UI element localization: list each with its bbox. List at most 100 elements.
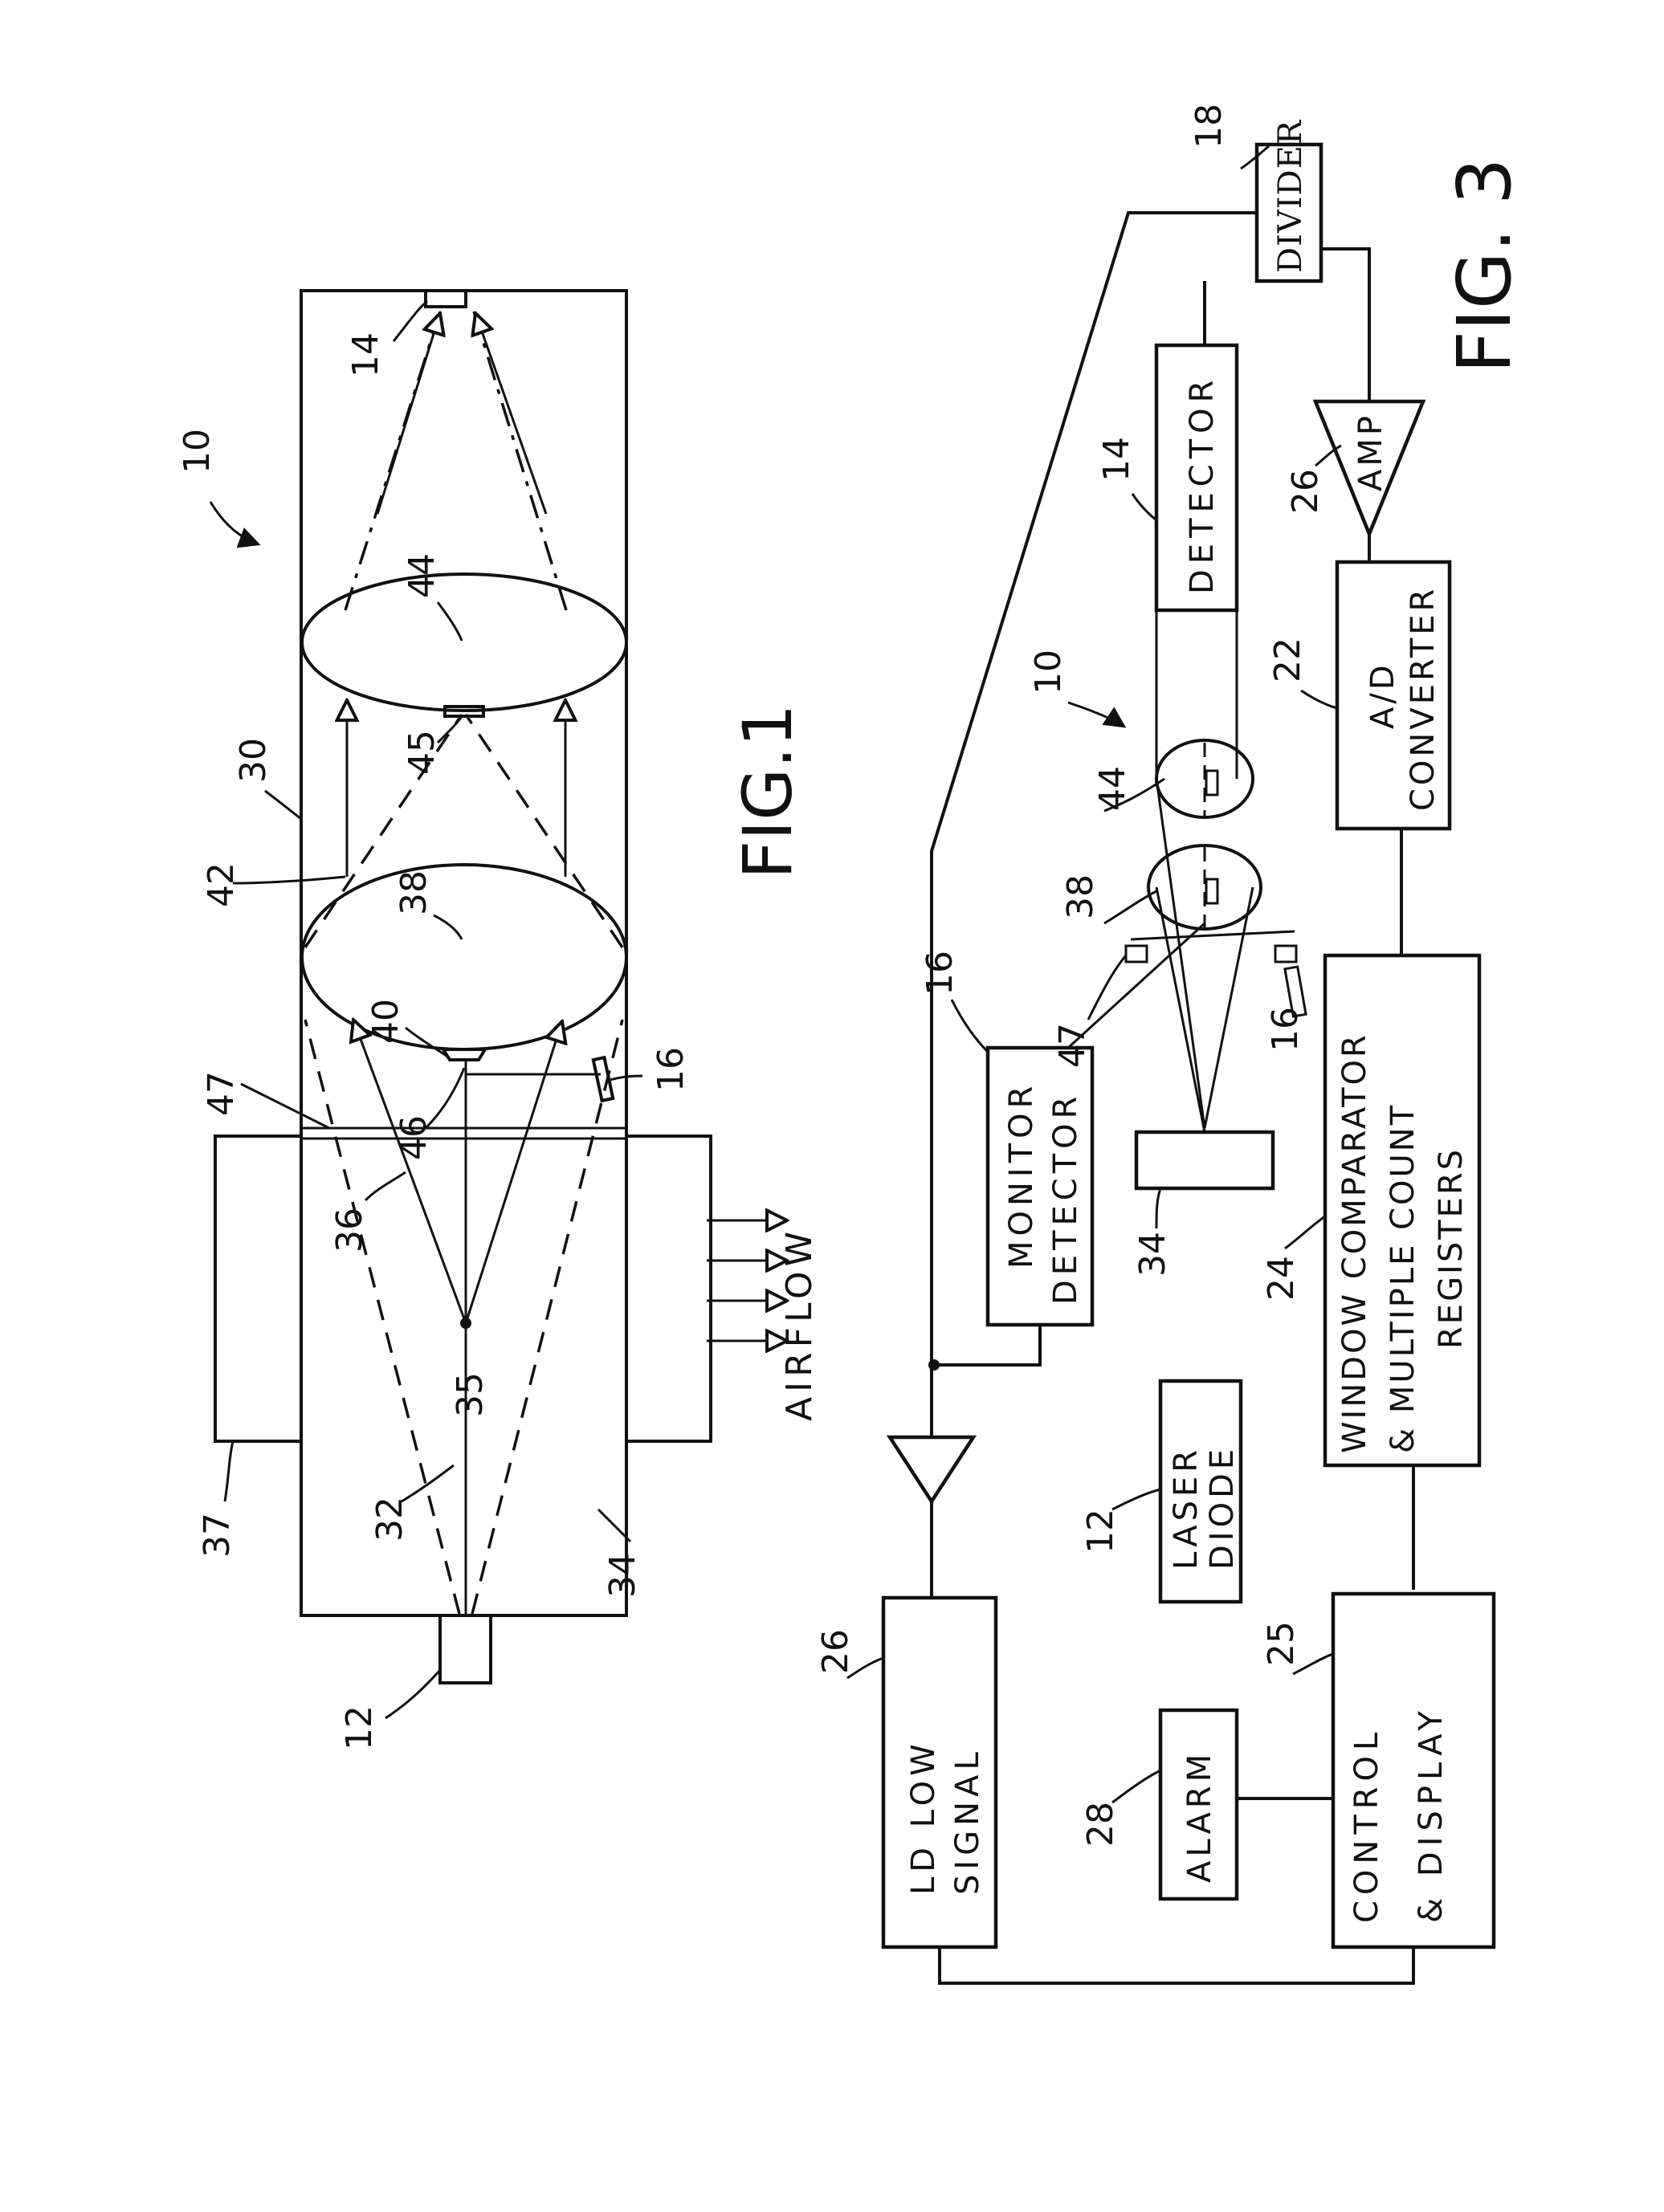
leader-f3-14: [1132, 494, 1156, 520]
mini-housing-right: [1275, 946, 1296, 962]
ref3-10: 10: [1028, 650, 1069, 695]
leader-f3-12: [1112, 1489, 1160, 1509]
ref-32: 32: [369, 1497, 410, 1542]
alarm-text: ALARM: [1181, 1750, 1218, 1883]
leader-10: [210, 502, 259, 544]
divider-text: DIVIDER: [1272, 119, 1309, 273]
leader-f3-10: [1068, 703, 1124, 727]
ref3-12: 12: [1080, 1509, 1121, 1554]
leader-36: [365, 1172, 406, 1200]
detector-14: [426, 291, 466, 307]
cone-right: [472, 1020, 622, 1614]
fig3-diagram: DIVIDER DETECTOR AMP A/D CONVERTER WINDO…: [815, 104, 1527, 1983]
ref-42: 42: [201, 862, 242, 907]
ref3-18: 18: [1189, 104, 1230, 149]
ref-38: 38: [394, 870, 434, 915]
ref-37: 37: [197, 1513, 238, 1558]
monitor-text-2: DETECTOR: [1047, 1092, 1084, 1305]
amp-text: AMP: [1352, 413, 1389, 491]
lens-38: [302, 865, 626, 1049]
ref3-25: 25: [1261, 1621, 1302, 1666]
ref3-26-ld: 26: [815, 1629, 856, 1674]
leader-f3-34: [1156, 1188, 1160, 1228]
mirror-16: [593, 1057, 614, 1101]
sensor-block-34: [1136, 1132, 1273, 1188]
scatter-ray-left: [353, 1020, 466, 1323]
ld-text-1: LD LOW: [905, 1739, 942, 1895]
ref3-16-monitor: 16: [920, 951, 960, 996]
mini-housing-left: [1126, 946, 1147, 962]
focus-ray-right: [474, 312, 566, 610]
ref-14: 14: [345, 332, 386, 377]
window-text-3: REGISTERS: [1433, 1147, 1470, 1349]
ref-16: 16: [651, 1047, 691, 1092]
ad-text-1: A/D: [1364, 662, 1401, 729]
mini-stop-38: [1206, 879, 1217, 903]
leader-f3-22: [1301, 690, 1337, 708]
wire-divider-amp: [1317, 249, 1369, 401]
leader-f3-24: [1285, 1216, 1325, 1249]
monitor-text-1: MONITOR: [1003, 1082, 1040, 1269]
ref-12: 12: [339, 1705, 380, 1750]
scatter-ray-right: [466, 1021, 562, 1323]
junction-node: [928, 1359, 940, 1371]
ref-34: 34: [602, 1553, 643, 1598]
ref-46: 46: [394, 1115, 434, 1160]
plenum-34: [626, 1136, 711, 1441]
laser-text-2: DIODE: [1204, 1445, 1241, 1570]
fig1-title: FIG.1: [728, 704, 807, 879]
leader-f3-16m: [952, 1000, 988, 1052]
ref-36: 36: [329, 1208, 370, 1253]
leader-f3-38: [1104, 891, 1156, 923]
buffer-amp: [890, 1437, 973, 1501]
fig1-diagram: 10 12 14 30 42 38 45 44 47 40 46 16 36 3…: [177, 291, 820, 1750]
ref-44: 44: [402, 553, 443, 598]
leader-14: [394, 301, 427, 341]
wire-monitor-node: [936, 1325, 1040, 1365]
focus-arrow-right: [475, 313, 546, 514]
ref-30: 30: [233, 738, 274, 783]
ref3-34: 34: [1132, 1232, 1173, 1277]
leader-30: [265, 791, 301, 819]
ref3-24: 24: [1261, 1256, 1302, 1301]
ref-47: 47: [201, 1071, 242, 1116]
ref-40: 40: [365, 999, 406, 1044]
plenum-37: [215, 1136, 301, 1441]
window-text-2: & MULTIPLE COUNT: [1385, 1103, 1421, 1453]
leader-38: [434, 915, 462, 939]
ref3-47: 47: [1052, 1023, 1093, 1068]
ref3-44: 44: [1092, 766, 1133, 811]
ref3-26-amp: 26: [1285, 469, 1326, 514]
leader-37: [225, 1441, 233, 1501]
fig3-title: FIG. 3: [1442, 158, 1527, 373]
ref-45: 45: [402, 730, 443, 775]
ref3-38: 38: [1060, 874, 1101, 919]
mini-window-47: [1131, 931, 1295, 939]
ad-text-2: CONVERTER: [1405, 586, 1442, 811]
focus-arrow-left: [377, 313, 440, 514]
mini-stop-44: [1206, 771, 1217, 795]
laser-text-1: LASER: [1168, 1446, 1205, 1570]
leader-f3-47: [1088, 955, 1126, 1020]
ld-text-2: SIGNAL: [949, 1747, 986, 1895]
ref-35: 35: [450, 1372, 491, 1417]
ref3-22: 22: [1267, 638, 1308, 682]
window-text-1: WINDOW COMPARATOR: [1336, 1033, 1373, 1453]
ref3-28: 28: [1080, 1802, 1121, 1847]
leader-f3-28: [1112, 1770, 1160, 1803]
ref-10: 10: [177, 429, 218, 474]
dash-ray-2: [466, 715, 622, 947]
control-text-1: CONTROL: [1348, 1727, 1385, 1923]
control-text-2: & DISPLAY: [1413, 1705, 1450, 1923]
leader-42: [233, 877, 345, 883]
laser-diode-12: [440, 1615, 491, 1683]
leader-12: [385, 1670, 440, 1718]
leader-44: [438, 602, 462, 641]
airflow-label: AIRFLOW: [779, 1227, 820, 1421]
ref3-16-mirror: 16: [1265, 1007, 1306, 1052]
scatter-point-35: [460, 1318, 471, 1329]
ref3-14: 14: [1096, 437, 1137, 482]
leader-47: [241, 1084, 329, 1128]
